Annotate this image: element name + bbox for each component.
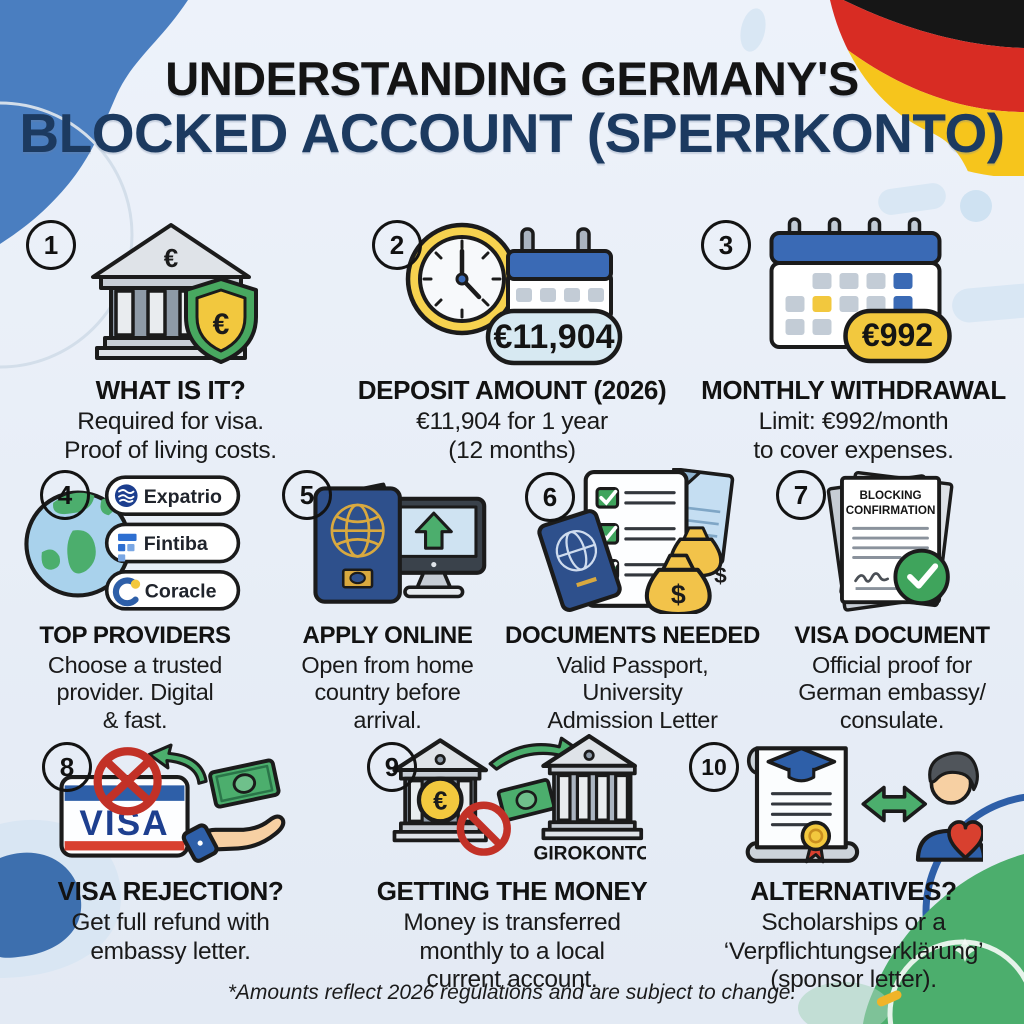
scholarship-sponsor-icon <box>725 742 983 868</box>
title-line-1: UNDERSTANDING GERMANY'S <box>165 52 859 105</box>
svg-text:$: $ <box>714 563 727 588</box>
step-3-monthly-withdrawal: 3 <box>683 214 1024 465</box>
step-4-description: Choose a trusted provider. Digital & fas… <box>47 652 223 733</box>
step-3-description: Limit: €992/month to cover expenses. <box>753 408 954 464</box>
step-6-number: 6 <box>525 472 575 522</box>
svg-text:Expatrio: Expatrio <box>144 486 222 508</box>
clock-calendar-icon: €11,904 <box>400 214 625 366</box>
svg-text:€992: €992 <box>862 317 933 353</box>
step-2-deposit-amount: 2 <box>341 214 683 465</box>
step-1-number: 1 <box>26 220 76 270</box>
step-7-number: 7 <box>776 470 826 520</box>
step-5-heading: APPLY ONLINE <box>302 622 473 649</box>
step-1-heading: WHAT IS IT? <box>95 375 246 405</box>
step-2-heading: DEPOSIT AMOUNT (2026) <box>357 375 667 405</box>
step-5-number: 5 <box>282 470 332 520</box>
step-2-number: 2 <box>372 220 422 270</box>
svg-text:Coracle: Coracle <box>145 581 217 603</box>
step-6-heading: DOCUMENTS NEEDED <box>505 622 760 649</box>
passport-monitor-icon <box>282 468 494 614</box>
step-10-heading: ALTERNATIVES? <box>750 876 957 906</box>
step-7-description: Official proof for German embassy/ consu… <box>798 652 986 733</box>
step-8-heading: VISA REJECTION? <box>57 876 284 906</box>
svg-text:CONFIRMATION: CONFIRMATION <box>846 504 936 517</box>
step-9-heading: GETTING THE MONEY <box>376 876 648 906</box>
step-3-number: 3 <box>701 220 751 270</box>
svg-text:€: € <box>163 243 177 273</box>
svg-text:Fintiba: Fintiba <box>144 533 208 555</box>
page-title: UNDERSTANDING GERMANY'S BLOCKED ACCOUNT … <box>0 0 1024 163</box>
step-1-description: Required for visa. Proof of living costs… <box>64 408 277 464</box>
step-9-number: 9 <box>367 742 417 792</box>
title-line-2: BLOCKED ACCOUNT (SPERRKONTO) <box>19 101 1005 164</box>
step-9-description: Money is transferred monthly to a local … <box>403 909 621 994</box>
step-4-top-providers: 4 <box>0 468 270 734</box>
svg-text:BLOCKING: BLOCKING <box>859 489 921 502</box>
svg-text:€11,904: €11,904 <box>493 318 614 356</box>
step-6-documents-needed: 6 <box>505 468 760 734</box>
calendar-euro-icon: €992 <box>751 214 956 366</box>
step-10-number: 10 <box>689 742 739 792</box>
svg-text:$: $ <box>671 580 686 610</box>
bank-transfer-icon: € GIROKONTO <box>378 734 646 868</box>
svg-text:€: € <box>433 788 447 816</box>
documents-checklist-icon: $ $ <box>520 468 745 614</box>
step-4-number: 4 <box>40 470 90 520</box>
footnote: *Amounts reflect 2026 regulations and ar… <box>227 981 797 1004</box>
step-7-heading: VISA DOCUMENT <box>794 622 990 649</box>
step-7-visa-document: 7 BLO <box>760 468 1024 734</box>
blocking-confirmation-icon: BLOCKING CONFIRMATION <box>807 468 977 614</box>
step-8-visa-rejection: 8 <box>0 742 341 995</box>
step-4-heading: TOP PROVIDERS <box>39 622 231 649</box>
svg-text:GIROKONTO: GIROKONTO <box>533 843 646 864</box>
step-9-getting-the-money: 9 <box>341 734 683 995</box>
bank-shield-icon: € € <box>71 214 271 366</box>
step-5-apply-online: 5 <box>270 468 505 734</box>
step-6-description: Valid Passport, University Admission Let… <box>547 652 718 733</box>
svg-text:€: € <box>212 308 229 341</box>
step-8-description: Get full refund with embassy letter. <box>71 909 270 965</box>
step-1-what-is-it: 1 € <box>0 214 341 465</box>
globe-providers-icon: Expatrio Fintiba Coracle <box>24 468 246 614</box>
step-8-number: 8 <box>42 742 92 792</box>
step-3-heading: MONTHLY WITHDRAWAL <box>701 375 1006 405</box>
step-10-alternatives: 10 <box>683 742 1024 995</box>
step-2-description: €11,904 for 1 year (12 months) <box>416 408 608 464</box>
step-5-description: Open from home country before arrival. <box>301 652 474 733</box>
